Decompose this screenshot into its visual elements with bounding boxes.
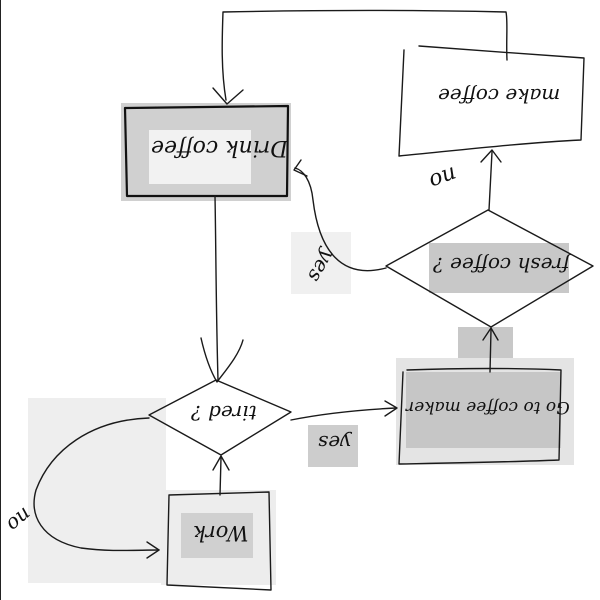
work-box xyxy=(166,491,272,591)
tired-diamond xyxy=(148,379,292,456)
fresh-coffee-highlight xyxy=(429,243,569,293)
work-label: Work xyxy=(193,521,249,545)
arrowhead-tired-to-work xyxy=(146,541,160,559)
arrow-fresh-to-make xyxy=(488,151,493,211)
arrow-tired-to-maker xyxy=(290,407,397,421)
arrow-drink-to-tired xyxy=(214,195,219,381)
drink-coffee-label: Drink coffee xyxy=(151,135,288,160)
edge-label-yes-tired-to-maker: yes xyxy=(318,431,352,455)
make-coffee-label: make coffee xyxy=(438,84,561,108)
arrowhead-fresh-to-make xyxy=(480,149,502,163)
drink-coffee-box xyxy=(123,104,290,198)
go-to-coffee-maker-label: Go to coffee maker xyxy=(406,397,570,417)
arrowhead-fresh-to-drink xyxy=(293,159,308,177)
tired-label: tired ? xyxy=(191,401,257,425)
go-to-coffee-maker-highlight xyxy=(406,372,561,448)
make-coffee-box xyxy=(398,45,585,157)
arrowhead-make-to-drink xyxy=(212,87,244,105)
work-highlight xyxy=(181,513,253,558)
arrowhead-maker-to-fresh xyxy=(482,327,499,341)
fresh-coffee-label: fresh coffee ? xyxy=(433,253,570,277)
arrowhead-drink-to-tired xyxy=(200,337,244,383)
arrow-tired-to-work xyxy=(33,417,160,552)
arrow-fresh-to-drink xyxy=(294,167,387,272)
arrowhead-work-to-tired xyxy=(212,455,230,471)
arrow-maker-to-fresh xyxy=(489,329,492,373)
arrow-work-to-tired xyxy=(219,457,222,496)
drink-coffee-inner-highlight xyxy=(149,130,251,184)
go-to-coffee-maker-box xyxy=(398,367,562,465)
yes-label-highlight xyxy=(308,425,358,467)
arrowhead-tired-to-maker xyxy=(384,400,398,417)
arrow-make-to-drink xyxy=(221,9,508,101)
fresh-coffee-diamond xyxy=(385,209,594,328)
